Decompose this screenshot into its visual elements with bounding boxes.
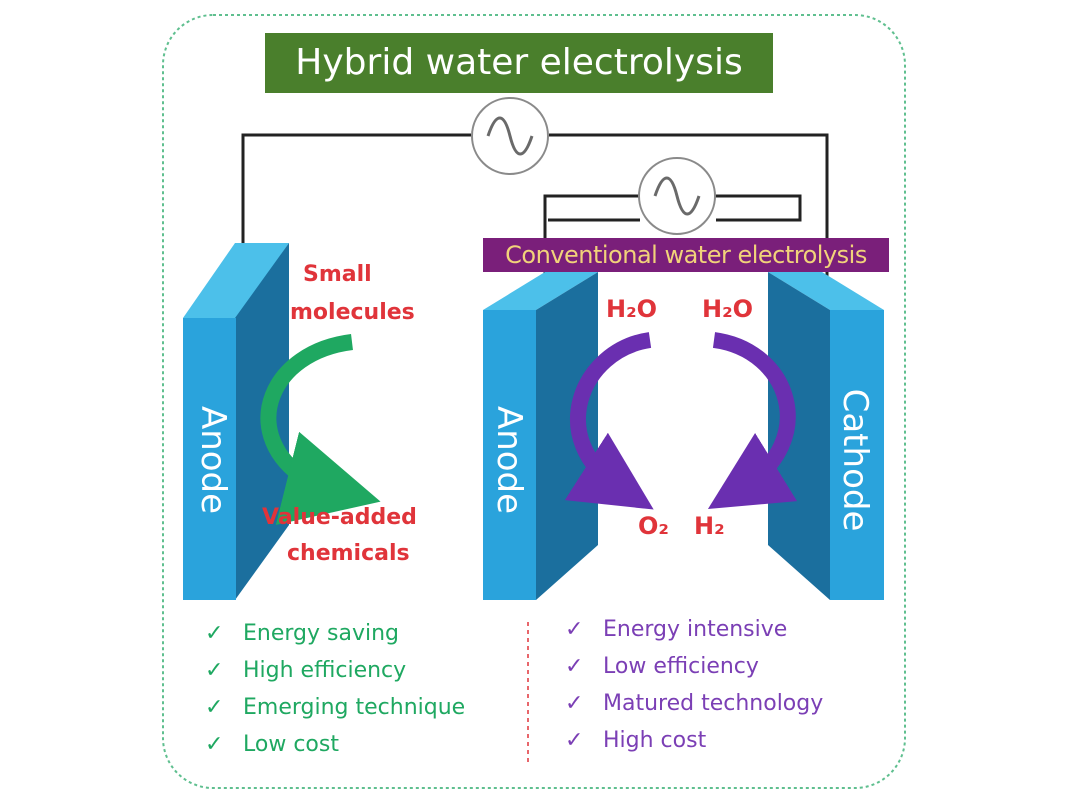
list-item: ✓Low efficiency — [565, 648, 823, 685]
conventional-anode-label: Anode — [489, 405, 529, 515]
conventional-circuit-wire-right — [715, 194, 802, 222]
purple-curved-arrow-cathode — [707, 332, 798, 509]
ac-wave — [653, 176, 701, 216]
list-item: ✓High cost — [565, 722, 823, 759]
checkmark-icon: ✓ — [565, 691, 584, 716]
purple-curved-arrow-anode — [564, 332, 654, 510]
dashed-frame — [162, 14, 906, 789]
checkmark-icon: ✓ — [565, 728, 584, 753]
ac-wave — [486, 116, 534, 156]
cathode-front — [830, 310, 884, 600]
hybrid-anode-top — [183, 243, 289, 318]
list-item: ✓Emerging technique — [205, 689, 465, 726]
cathode-side — [768, 272, 830, 600]
conventional-disadvantages-list: ✓Energy intensive ✓Low efficiency ✓Matur… — [565, 611, 823, 759]
green-curved-arrow — [260, 334, 381, 525]
checkmark-icon: ✓ — [205, 658, 224, 683]
hybrid-advantages-list: ✓Energy saving ✓High efficiency ✓Emergin… — [205, 615, 465, 763]
hybrid-anode-front — [183, 318, 236, 600]
list-item: ✓Energy intensive — [565, 611, 823, 648]
hybrid-circuit-wire-right — [549, 133, 829, 285]
hybrid-anode-label: Anode — [193, 405, 233, 515]
hybrid-circuit-wire — [241, 133, 471, 270]
cathode-h2o-label: H₂O — [702, 295, 753, 323]
conventional-anode-front — [483, 310, 536, 600]
anode-h2o-label: H₂O — [606, 295, 657, 323]
list-item: ✓High efficiency — [205, 652, 465, 689]
o2-label: O₂ — [638, 512, 669, 540]
checkmark-icon: ✓ — [205, 695, 224, 720]
main-title: Hybrid water electrolysis — [265, 33, 773, 93]
list-item: ✓Matured technology — [565, 685, 823, 722]
conventional-anode-top — [483, 272, 598, 310]
list-item: ✓Low cost — [205, 726, 465, 763]
cathode-label: Cathode — [835, 388, 875, 532]
checkmark-icon: ✓ — [205, 732, 224, 757]
h2-label: H₂ — [694, 512, 725, 540]
list-item: ✓Energy saving — [205, 615, 465, 652]
cathode-top — [768, 272, 884, 310]
conventional-anode-side — [536, 272, 598, 600]
small-molecules-label-line1: Small — [303, 262, 372, 287]
checkmark-icon: ✓ — [565, 617, 584, 642]
checkmark-icon: ✓ — [205, 621, 224, 646]
checkmark-icon: ✓ — [565, 654, 584, 679]
small-molecules-label-line2: molecules — [290, 300, 415, 325]
value-added-label-line2: chemicals — [287, 541, 410, 566]
conventional-title: Conventional water electrolysis — [483, 238, 889, 272]
value-added-label-line1: Value-added — [262, 505, 417, 530]
